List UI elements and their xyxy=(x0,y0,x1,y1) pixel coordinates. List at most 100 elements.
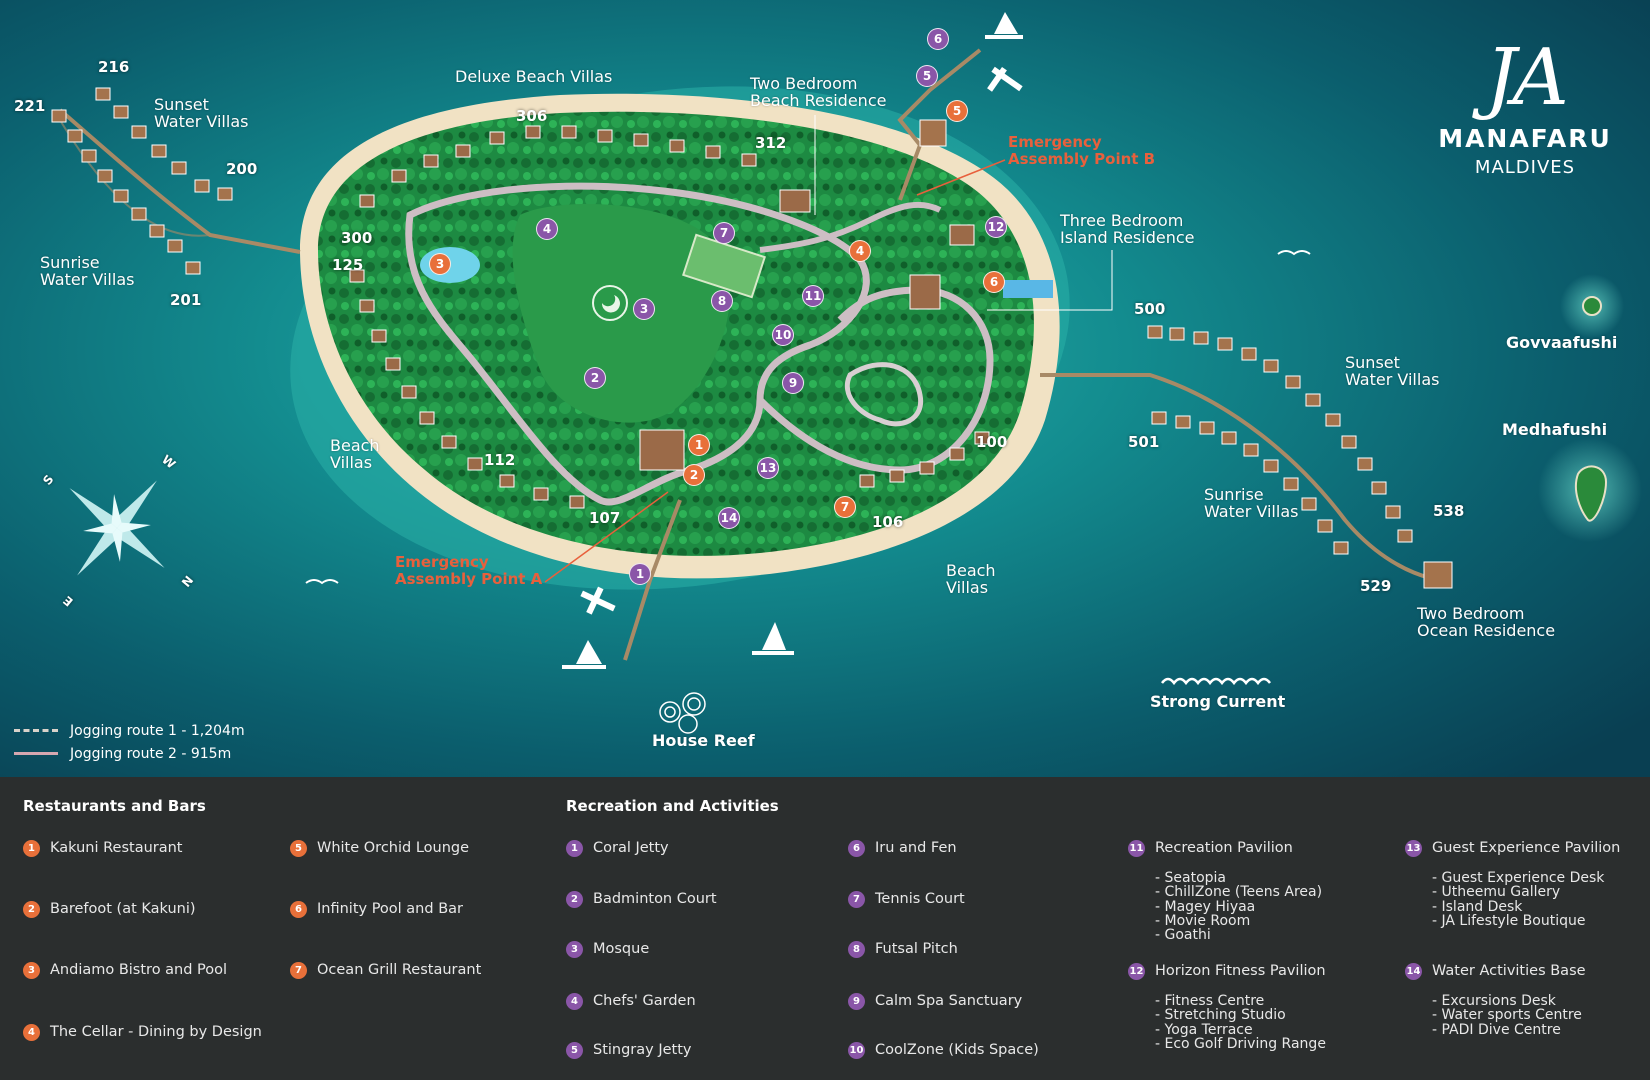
jogging-route-1 xyxy=(757,286,994,474)
area-label-beach-villas-west: Beach Villas xyxy=(330,436,380,472)
pin-white-orchid-lounge[interactable]: 5 xyxy=(946,100,968,122)
solid-line-icon xyxy=(14,752,58,755)
villa-number: 312 xyxy=(755,134,787,152)
sailboat-icon xyxy=(985,12,1023,39)
villa-number: 500 xyxy=(1134,300,1166,318)
villa-number: 306 xyxy=(516,107,548,125)
pin-futsal-pitch[interactable]: 8 xyxy=(711,290,733,312)
infinity-pool xyxy=(1003,280,1053,298)
villa-number: 538 xyxy=(1433,502,1465,520)
pin-barefoot[interactable]: 2 xyxy=(683,464,705,486)
emergency-assembly-point-a: Emergency Assembly Point A xyxy=(395,553,543,588)
pin-iru-and-fen[interactable]: 6 xyxy=(927,28,949,50)
white-orchid-lounge-shape xyxy=(919,119,947,147)
west-jetty xyxy=(58,108,301,254)
recreation-heading: Recreation and Activities xyxy=(566,797,779,815)
mosque-symbol xyxy=(592,285,628,321)
sailboat-icon xyxy=(562,640,606,669)
villa-number: 200 xyxy=(226,160,258,178)
leader-emergency-b xyxy=(916,159,1006,196)
seaplane-icon xyxy=(987,66,1023,92)
tennis-court-shape xyxy=(682,233,766,299)
villa-number: 112 xyxy=(484,451,516,469)
restaurants-heading: Restaurants and Bars xyxy=(23,797,206,815)
pin-horizon-fitness-pavilion[interactable]: 12 xyxy=(985,216,1007,238)
emergency-assembly-point-b: Emergency Assembly Point B xyxy=(1008,133,1156,168)
area-label-three-bedroom-island-residence: Three Bedroom Island Residence xyxy=(1060,211,1195,247)
villa-number: 106 xyxy=(872,513,904,531)
pin-kakuni-restaurant[interactable]: 1 xyxy=(688,434,710,456)
island-villas xyxy=(349,125,990,509)
brand-name: MANAFARU xyxy=(1438,124,1612,153)
east-water-villas xyxy=(1147,325,1453,589)
area-label-sunrise-water-villas-east: Sunrise Water Villas xyxy=(1204,485,1299,521)
area-label-sunset-water-villas-east: Sunset Water Villas xyxy=(1345,353,1440,389)
jogging-route-1-key: Jogging route 1 - 1,204m xyxy=(14,719,245,742)
pin-coral-jetty[interactable]: 1 xyxy=(629,563,651,585)
dashed-line-icon xyxy=(14,729,58,732)
pin-badminton-court[interactable]: 2 xyxy=(584,367,606,389)
pin-tennis-court[interactable]: 7 xyxy=(713,222,735,244)
area-label-strong-current: Strong Current xyxy=(1150,692,1286,711)
area-label-govvaafushi: Govvaafushi xyxy=(1506,333,1618,352)
pin-the-cellar[interactable]: 4 xyxy=(849,240,871,262)
pin-stingray-jetty[interactable]: 5 xyxy=(916,65,938,87)
pin-infinity-pool-bar[interactable]: 6 xyxy=(983,271,1005,293)
villa-number: 125 xyxy=(332,256,364,274)
legend-panel: Restaurants and Bars Recreation and Acti… xyxy=(0,777,1650,1080)
fitness-pavilion-subitems: - Fitness Centre - Stretching Studio - Y… xyxy=(1155,993,1326,1052)
area-label-two-bedroom-beach-residence: Two Bedroom Beach Residence xyxy=(750,74,887,110)
resort-map: Deluxe Beach Villas Two Bedroom Beach Re… xyxy=(0,0,1650,777)
pin-water-activities-base[interactable]: 14 xyxy=(718,507,740,529)
villa-number: 529 xyxy=(1360,577,1392,595)
govvaafushi-island xyxy=(1582,296,1602,316)
brand-subtitle: MALDIVES xyxy=(1474,157,1576,178)
pin-mosque[interactable]: 3 xyxy=(633,298,655,320)
area-label-sunset-water-villas-west: Sunset Water Villas xyxy=(154,95,249,131)
map-canvas xyxy=(0,0,1650,777)
pin-coolzone[interactable]: 10 xyxy=(772,324,794,346)
water-activities-subitems: - Excursions Desk - Water sports Centre … xyxy=(1432,993,1582,1038)
pin-ocean-grill[interactable]: 7 xyxy=(834,496,856,518)
pin-andiamo-bistro[interactable]: 3 xyxy=(429,253,451,275)
house-reef-icon xyxy=(659,692,706,734)
villa-number: 107 xyxy=(589,509,621,527)
spa-path xyxy=(844,362,924,427)
area-label-two-bedroom-ocean-residence: Two Bedroom Ocean Residence xyxy=(1417,604,1556,640)
compass-rose-icon xyxy=(69,480,165,576)
crescent-icon xyxy=(601,295,620,313)
jogging-route-2-key: Jogging route 2 - 915m xyxy=(14,742,245,765)
pin-calm-spa-sanctuary[interactable]: 9 xyxy=(782,372,804,394)
pin-guest-experience-pavilion[interactable]: 13 xyxy=(757,457,779,479)
villa-number: 100 xyxy=(976,433,1008,451)
stingray-jetty xyxy=(897,48,982,201)
pin-chefs-garden[interactable]: 4 xyxy=(536,218,558,240)
recreation-pavilion-subitems: - Seatopia - ChillZone (Teens Area) - Ma… xyxy=(1155,870,1323,944)
villa-number: 501 xyxy=(1128,433,1160,451)
pin-recreation-pavilion[interactable]: 11 xyxy=(802,285,824,307)
leader-three-bedroom xyxy=(987,250,1113,311)
path-north xyxy=(759,201,942,253)
medhafushi-island xyxy=(1574,465,1608,522)
